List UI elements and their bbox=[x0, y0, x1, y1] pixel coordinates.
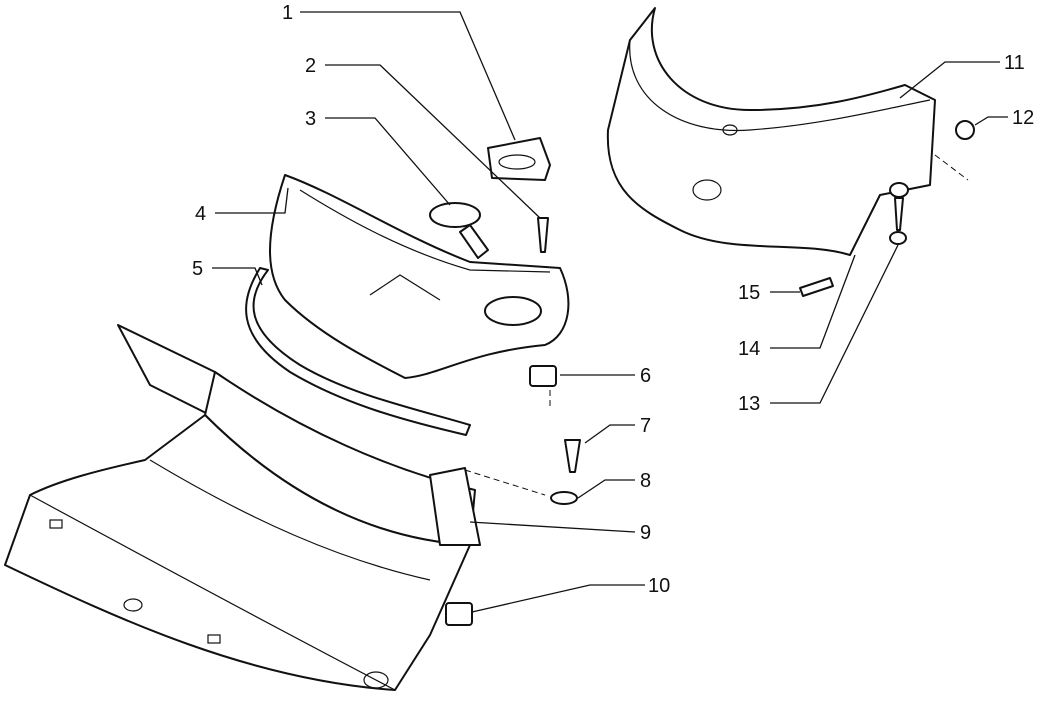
gasket-strip bbox=[245, 267, 471, 436]
grommet-12 bbox=[955, 120, 975, 140]
cover bbox=[487, 137, 551, 181]
screw-15 bbox=[799, 277, 834, 297]
screw-7 bbox=[564, 439, 581, 473]
callout-6: 6 bbox=[640, 365, 651, 387]
callout-5: 5 bbox=[192, 258, 203, 280]
panel-11 bbox=[606, 7, 936, 256]
clip-10 bbox=[445, 602, 473, 626]
cap bbox=[429, 202, 489, 259]
leader-lines bbox=[212, 11, 1008, 613]
callout-1: 1 bbox=[282, 2, 293, 24]
callout-8: 8 bbox=[640, 470, 651, 492]
leg-shield-lower bbox=[4, 324, 481, 691]
washer-8 bbox=[550, 491, 578, 505]
callout-14: 14 bbox=[738, 338, 760, 360]
glovebox bbox=[269, 174, 570, 379]
callout-9: 9 bbox=[640, 522, 651, 544]
screw-13 bbox=[894, 197, 904, 231]
callout-11: 11 bbox=[1004, 52, 1025, 74]
callout-15: 15 bbox=[738, 282, 760, 304]
callout-3: 3 bbox=[305, 108, 316, 130]
callout-12: 12 bbox=[1012, 107, 1034, 129]
callout-4: 4 bbox=[195, 203, 206, 225]
callout-13: 13 bbox=[738, 393, 760, 415]
clip-6 bbox=[529, 365, 557, 387]
callout-2: 2 bbox=[305, 55, 316, 77]
callout-10: 10 bbox=[648, 575, 670, 597]
washer-13 bbox=[889, 231, 907, 245]
callout-7: 7 bbox=[640, 415, 651, 437]
screw-2 bbox=[537, 217, 549, 253]
